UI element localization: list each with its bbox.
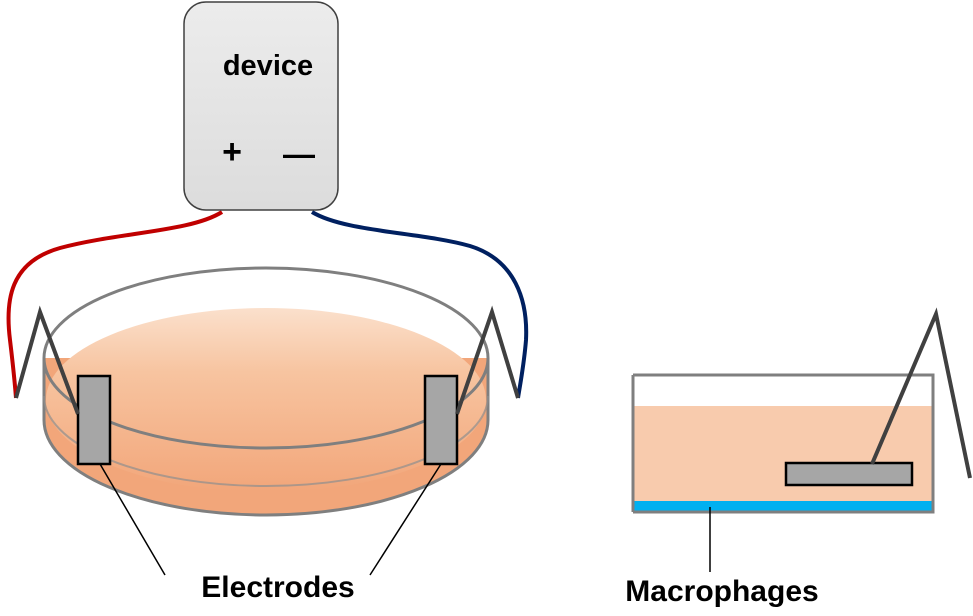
cross-section-wall (633, 373, 935, 514)
negative-wire (310, 210, 529, 399)
negative-terminal-icon: — (283, 136, 315, 172)
device-box: device + — (183, 1, 339, 211)
electrodes-leader-left (99, 463, 166, 576)
device-label: device (223, 50, 313, 82)
petri-dish (42, 266, 490, 517)
macrophages-label: Macrophages (625, 575, 818, 608)
cross-section-clip (870, 307, 972, 479)
right-electrode (423, 374, 459, 466)
left-electrode (76, 374, 112, 466)
cross-section-electrode (784, 461, 914, 487)
positive-terminal-icon: + (222, 133, 242, 171)
left-electrode-clip (14, 305, 80, 415)
culture-medium (46, 308, 486, 492)
dish-rim (42, 266, 490, 450)
electrodes-label: Electrodes (201, 571, 354, 604)
electrodes-leader-right (369, 463, 442, 576)
macrophage-layer (633, 501, 933, 511)
positive-wire (6, 210, 224, 399)
dish-cross-section (631, 307, 972, 514)
right-electrode-clip (455, 305, 520, 415)
cross-section-medium (633, 406, 933, 502)
